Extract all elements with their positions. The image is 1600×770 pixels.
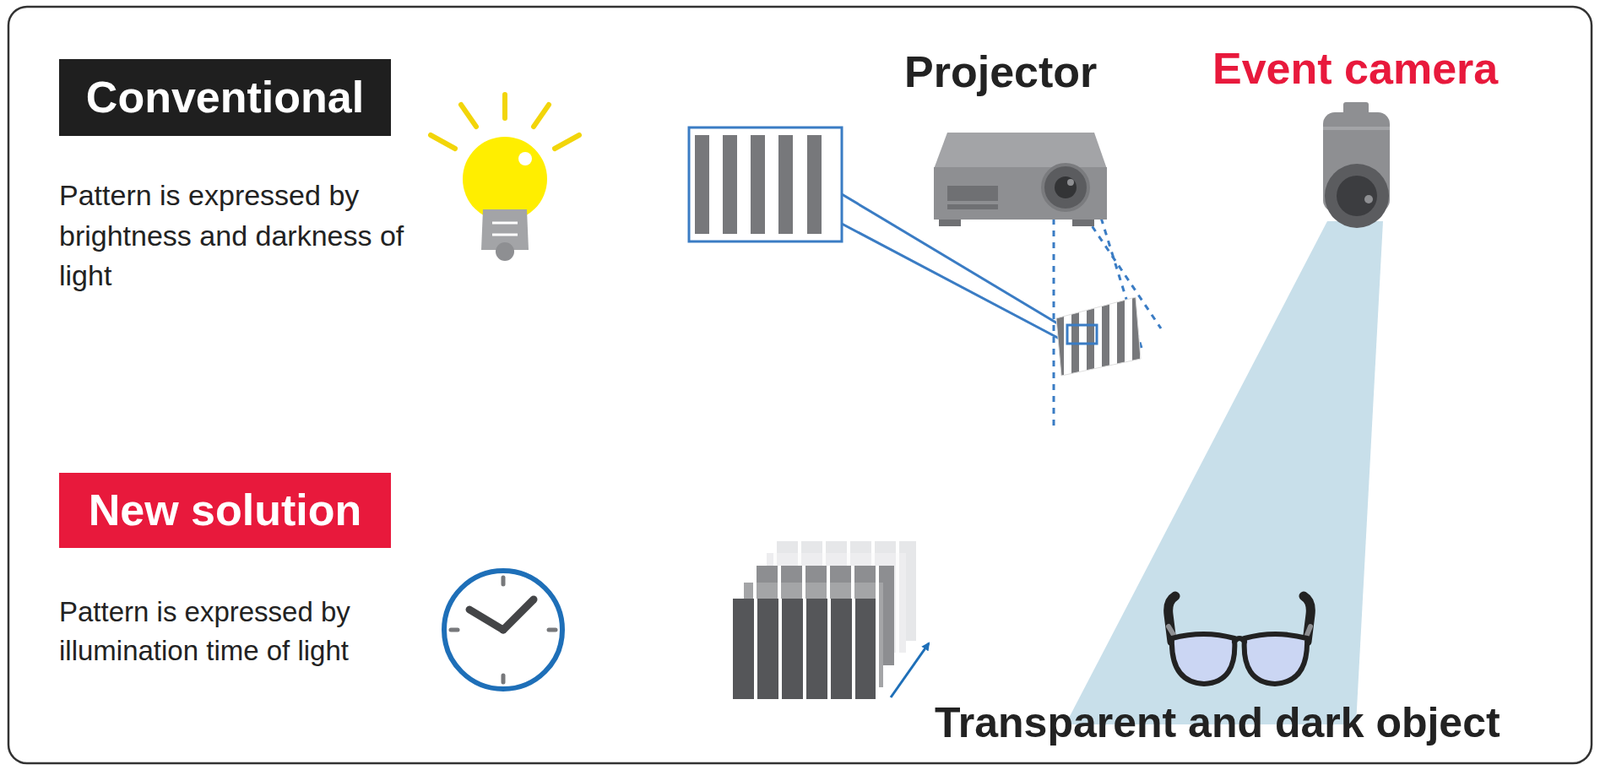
frame [8,6,1592,764]
event-camera-icon [1323,102,1390,228]
clock-icon [444,570,563,689]
heading-box: Conventional [59,59,391,136]
projected-pattern [1056,297,1141,376]
projector-icon [933,132,1107,227]
component-label: Event camera [1212,42,1498,95]
object-label: Transparent and dark object [934,697,1501,749]
heading-text: Conventional [86,72,364,124]
light-bulb-icon [430,94,580,261]
glasses-icon [1168,596,1312,684]
component-label: Projector [904,45,1097,98]
heading-text: New solution [88,485,363,537]
time-pattern-stack [732,541,929,700]
heading-box: New solution [59,472,391,548]
description-text: Pattern is expressed by illumination tim… [59,592,431,671]
projection-rays [1053,206,1161,429]
description-text: Pattern is expressed by brightness and d… [59,175,414,297]
camera-view-cone [1065,221,1384,725]
